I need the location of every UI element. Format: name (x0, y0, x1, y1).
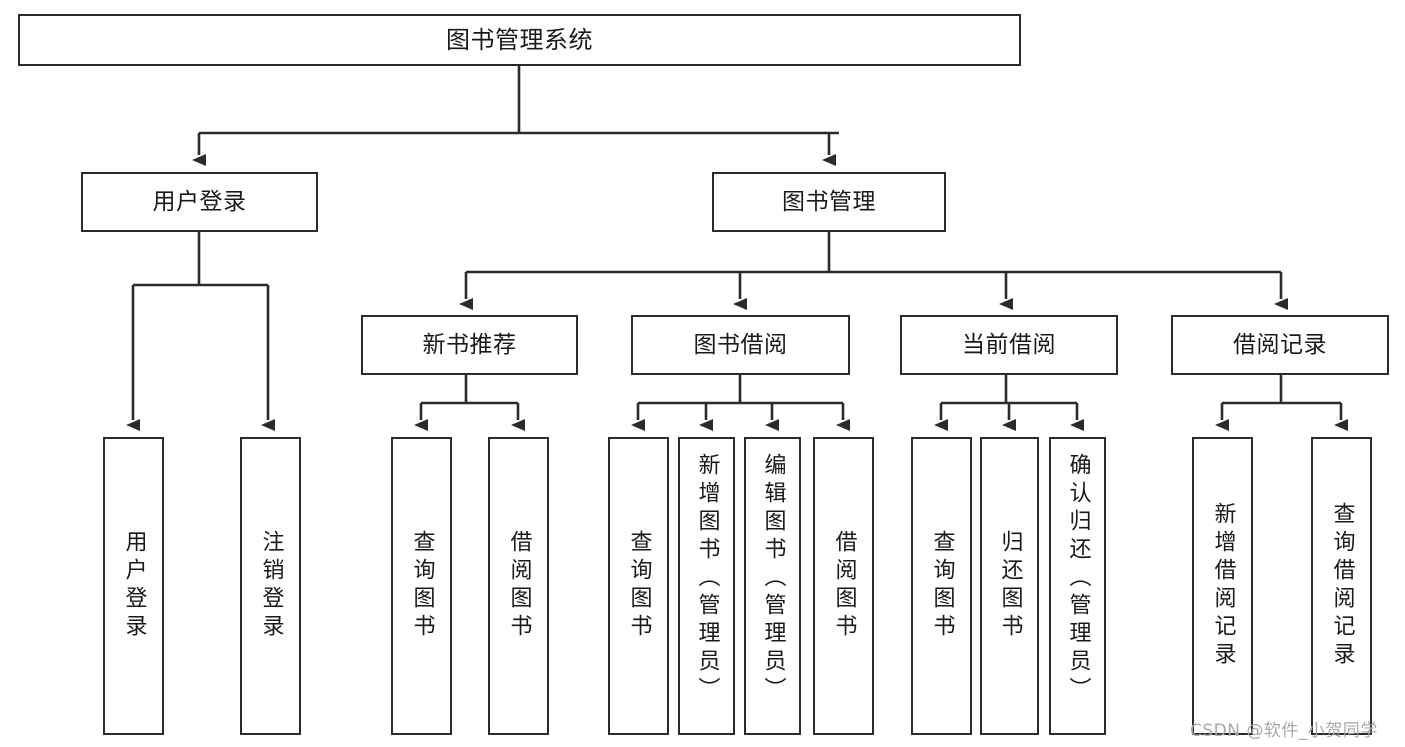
node-user-login-label: 用户登录 (152, 188, 247, 215)
node-leaf-edit-book[interactable]: 编辑图书（管理员） (744, 437, 801, 735)
node-root[interactable]: 图书管理系统 (18, 14, 1021, 66)
node-current-borrow-label: 当前借阅 (962, 331, 1056, 358)
node-leaf-add-record[interactable]: 新增借阅记录 (1192, 437, 1253, 735)
node-leaf-return-book[interactable]: 归还图书 (980, 437, 1039, 735)
node-leaf-logout-label: 注销登录 (258, 530, 284, 642)
node-leaf-add-record-label: 新增借阅记录 (1210, 502, 1236, 670)
node-borrow-record[interactable]: 借阅记录 (1171, 315, 1389, 375)
node-leaf-add-book-label: 新增图书（管理员） (694, 453, 720, 705)
node-new-book-rec[interactable]: 新书推荐 (361, 315, 578, 375)
node-borrow-record-label: 借阅记录 (1233, 331, 1327, 358)
node-new-book-rec-label: 新书推荐 (422, 331, 517, 358)
node-leaf-query-record[interactable]: 查询借阅记录 (1311, 437, 1372, 735)
node-book-manage-label: 图书管理 (782, 188, 876, 215)
watermark-text: CSDN @软件_小贺同学 (1190, 721, 1378, 741)
node-leaf-query-book-2[interactable]: 查询图书 (608, 437, 669, 735)
node-leaf-user-login[interactable]: 用户登录 (103, 437, 164, 735)
node-current-borrow[interactable]: 当前借阅 (900, 315, 1118, 375)
node-leaf-add-book[interactable]: 新增图书（管理员） (678, 437, 735, 735)
node-leaf-confirm-return[interactable]: 确认归还（管理员） (1049, 437, 1106, 735)
node-leaf-borrow-book-2[interactable]: 借阅图书 (813, 437, 874, 735)
node-book-manage[interactable]: 图书管理 (712, 172, 946, 232)
node-user-login[interactable]: 用户登录 (81, 172, 318, 232)
node-leaf-borrow-book-1[interactable]: 借阅图书 (488, 437, 549, 735)
node-leaf-logout[interactable]: 注销登录 (240, 437, 301, 735)
node-leaf-return-book-label: 归还图书 (997, 530, 1023, 642)
node-book-borrow-label: 图书借阅 (693, 331, 788, 358)
node-leaf-query-book-1[interactable]: 查询图书 (391, 437, 452, 735)
node-leaf-confirm-return-label: 确认归还（管理员） (1065, 453, 1091, 705)
node-leaf-borrow-book-2-label: 借阅图书 (831, 530, 857, 642)
node-root-label: 图书管理系统 (446, 26, 593, 54)
node-leaf-user-login-label: 用户登录 (121, 530, 147, 642)
node-leaf-query-book-3-label: 查询图书 (929, 530, 955, 642)
node-leaf-query-book-3[interactable]: 查询图书 (911, 437, 972, 735)
node-leaf-query-book-2-label: 查询图书 (626, 530, 652, 642)
node-book-borrow[interactable]: 图书借阅 (631, 315, 850, 375)
node-leaf-edit-book-label: 编辑图书（管理员） (760, 453, 786, 705)
node-leaf-borrow-book-1-label: 借阅图书 (506, 530, 532, 642)
node-leaf-query-record-label: 查询借阅记录 (1329, 502, 1355, 670)
node-leaf-query-book-1-label: 查询图书 (409, 530, 435, 642)
